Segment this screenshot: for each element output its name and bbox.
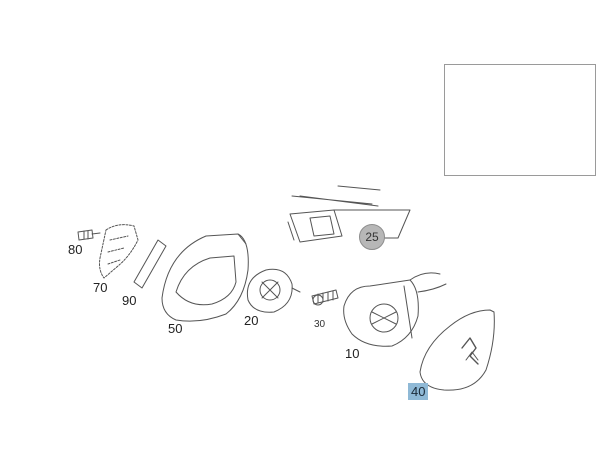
part-80-screw: [77, 229, 101, 241]
part-70-bracket: [99, 224, 139, 279]
part-label-25[interactable]: 25: [359, 224, 385, 250]
part-label-20[interactable]: 20: [244, 313, 259, 328]
part-20-motor: [246, 268, 301, 313]
location-inset: [444, 64, 596, 176]
part-label-30[interactable]: 30: [314, 319, 326, 330]
part-label-50[interactable]: 50: [168, 321, 183, 336]
part-label-10[interactable]: 10: [345, 346, 360, 361]
part-25-switch: [287, 185, 411, 243]
part-30-screw: [311, 289, 339, 306]
part-90-strip: [133, 239, 167, 289]
part-label-80[interactable]: 80: [68, 242, 83, 257]
part-10-assembly: [343, 272, 447, 347]
part-50-housing: [161, 233, 249, 322]
part-label-90[interactable]: 90: [122, 293, 137, 308]
part-40-glass: [419, 309, 495, 391]
part-label-70[interactable]: 70: [93, 280, 108, 295]
part-label-40[interactable]: 40: [408, 383, 429, 400]
